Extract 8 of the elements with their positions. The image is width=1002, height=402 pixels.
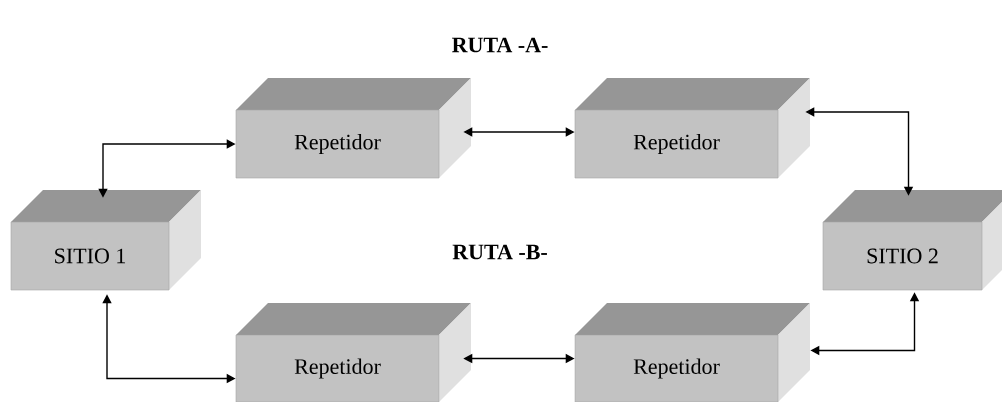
- box: SITIO 2: [822, 190, 1002, 291]
- box: Repetidor: [574, 303, 810, 402]
- box: Repetidor: [235, 78, 471, 179]
- box: Repetidor: [574, 78, 810, 179]
- route-heading: RUTA -B-: [452, 244, 547, 260]
- box: Repetidor: [235, 303, 471, 402]
- route-heading: RUTA -A-: [452, 37, 548, 53]
- box: SITIO 1: [10, 190, 201, 291]
